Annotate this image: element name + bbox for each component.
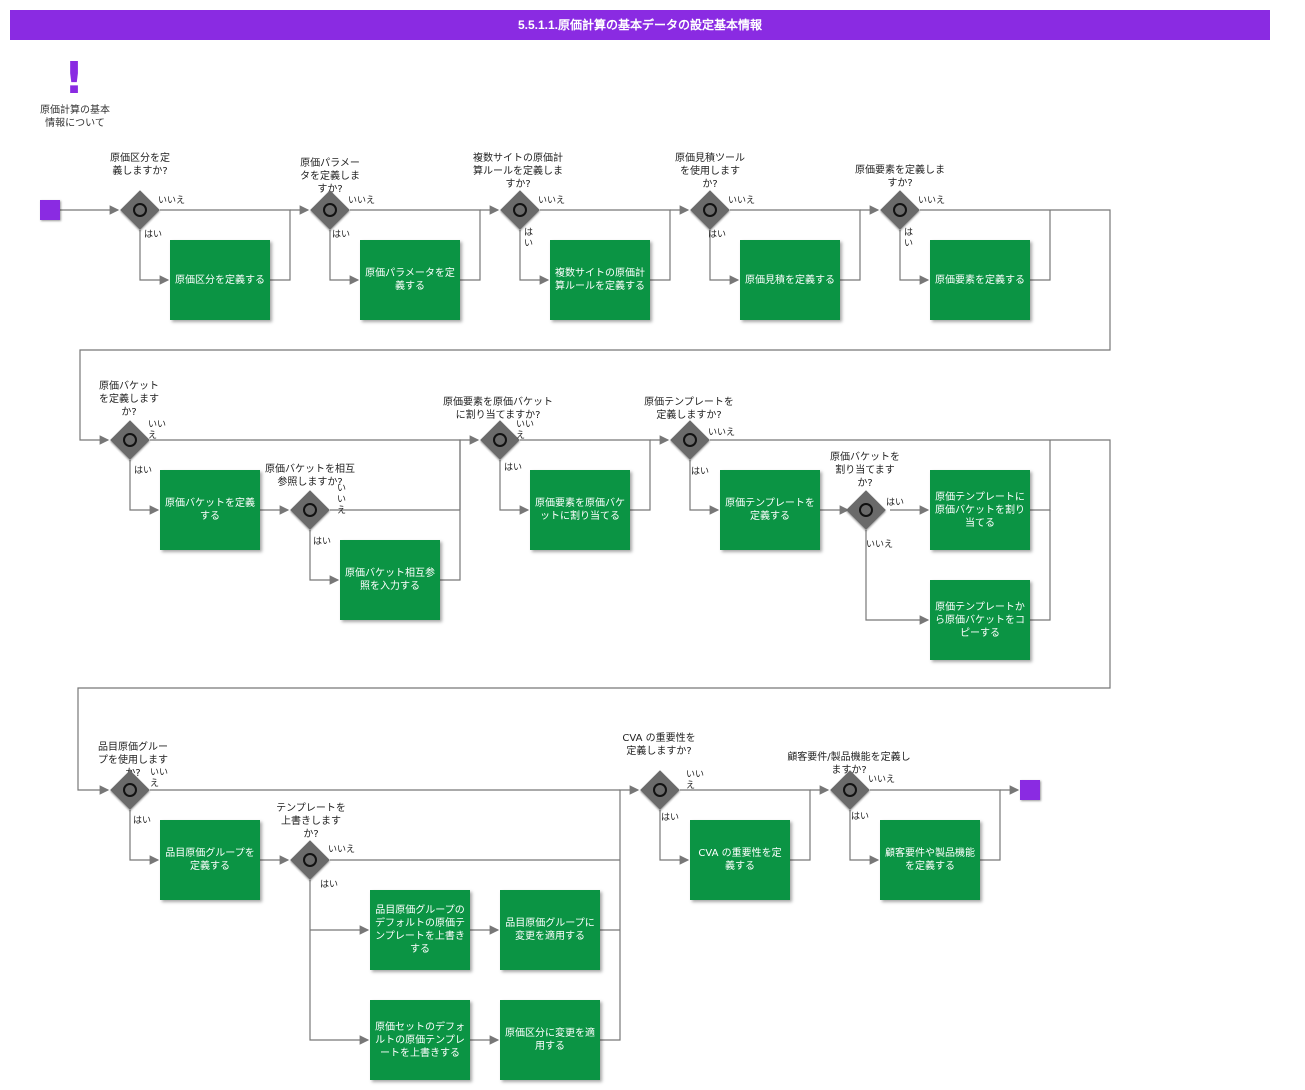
diagram-title: 5.5.1.1.原価計算の基本データの設定基本情報 [517, 18, 763, 32]
branch-yes-label: はい [691, 467, 710, 477]
note-text: 原価計算の基本情報について [40, 105, 110, 129]
end-event[interactable] [1020, 780, 1040, 800]
task[interactable]: 原価要素を原価バケットに割り当てる [530, 470, 630, 550]
task[interactable]: 原価パラメータを定義する [360, 240, 460, 320]
task[interactable]: 品目原価グループのデフォルトの原価テンプレートを上書きする [370, 890, 470, 970]
branch-no-label: いいえ [866, 540, 894, 550]
task[interactable]: 原価バケット相互参照を入力する [340, 540, 440, 620]
branch-no-label: いいえ [337, 484, 347, 516]
branch-no-label: いいえ [918, 196, 946, 206]
task[interactable]: 原価バケットを定義する [160, 470, 260, 550]
gateway-label: 原価要素を定義しますか? [855, 165, 945, 189]
branch-yes-label: はい [708, 230, 727, 240]
branch-no-label: いいえ [150, 768, 169, 789]
branch-no-label: いいえ [158, 196, 186, 206]
branch-no-label: いいえ [516, 420, 535, 441]
gateway[interactable] [290, 840, 330, 880]
branch-no-label: いいえ [686, 770, 705, 791]
branch-yes-label: はい [320, 880, 339, 890]
gateway[interactable] [290, 490, 330, 530]
title-bar: 5.5.1.1.原価計算の基本データの設定基本情報 [10, 10, 1270, 40]
branch-yes-label: はい [133, 816, 152, 826]
gateway[interactable] [880, 190, 920, 230]
gateway[interactable] [480, 420, 520, 460]
branch-yes-label: はい [851, 812, 870, 822]
branch-yes-label: はい [504, 463, 523, 473]
gateway[interactable] [310, 190, 350, 230]
gateway-label: 原価バケットを相互参照しますか? [265, 464, 355, 488]
branch-no-label: いいえ [728, 196, 756, 206]
branch-yes-label: はい [524, 228, 534, 249]
task[interactable]: 原価要素を定義する [930, 240, 1030, 320]
task[interactable]: 品目原価グループを定義する [160, 820, 260, 900]
task[interactable]: 顧客要件や製品機能を定義する [880, 820, 980, 900]
gateway[interactable] [110, 770, 150, 810]
branch-yes-label: はい [661, 813, 680, 823]
branch-no-label: いいえ [148, 420, 167, 441]
branch-no-label: いいえ [868, 775, 896, 785]
task[interactable]: 原価区分に変更を適用する [500, 1000, 600, 1080]
task[interactable]: 原価セットのデフォルトの原価テンプレートを上書きする [370, 1000, 470, 1080]
branch-no-label: いいえ [538, 196, 566, 206]
gateway-label: 原価バケットを割り当てますか? [830, 452, 900, 489]
gateway[interactable] [640, 770, 680, 810]
task[interactable]: 原価テンプレートから原価バケットをコピーする [930, 580, 1030, 660]
gateway-label: 原価バケットを定義しますか? [99, 381, 159, 418]
task[interactable]: 原価テンプレートを定義する [720, 470, 820, 550]
branch-yes-label: はい [144, 230, 163, 240]
gateway[interactable] [670, 420, 710, 460]
task[interactable]: 原価テンプレートに原価バケットを割り当てる [930, 470, 1030, 550]
branch-yes-label: はい [904, 228, 914, 249]
gateway[interactable] [690, 190, 730, 230]
branch-no-label: いいえ [328, 845, 356, 855]
gateway[interactable] [110, 420, 150, 460]
task[interactable]: 複数サイトの原価計算ルールを定義する [550, 240, 650, 320]
branch-yes-label: はい [332, 230, 351, 240]
task[interactable]: 品目原価グループに変更を適用する [500, 890, 600, 970]
gateway-label: 複数サイトの原価計算ルールを定義しますか? [473, 153, 563, 190]
gateway-label: 原価見積ツールを使用しますか? [675, 153, 745, 190]
branch-no-label: いいえ [708, 428, 736, 438]
start-event[interactable] [40, 200, 60, 220]
gateway[interactable] [500, 190, 540, 230]
gateway-label: 原価テンプレートを定義しますか? [644, 397, 734, 421]
branch-yes-label: はい [134, 466, 153, 476]
gateway[interactable] [830, 770, 870, 810]
gateway-label: 原価パラメータを定義しますか? [300, 158, 360, 195]
gateway-label: テンプレートを上書きしますか? [276, 803, 346, 840]
branch-yes-label: はい [313, 537, 332, 547]
gateway-label: 原価要素を原価バケットに割り当てますか? [443, 397, 553, 421]
task[interactable]: CVA の重要性を定義する [690, 820, 790, 900]
gateway-label: CVA の重要性を定義しますか? [622, 733, 696, 757]
exclamation-icon: ! [63, 53, 85, 104]
task[interactable]: 原価区分を定義する [170, 240, 270, 320]
branch-no-label: いいえ [348, 196, 376, 206]
gateway[interactable] [120, 190, 160, 230]
branch-yes-label: はい [886, 498, 905, 508]
gateway-label: 原価区分を定義しますか? [110, 153, 170, 177]
gateway[interactable] [846, 490, 886, 530]
task[interactable]: 原価見積を定義する [740, 240, 840, 320]
